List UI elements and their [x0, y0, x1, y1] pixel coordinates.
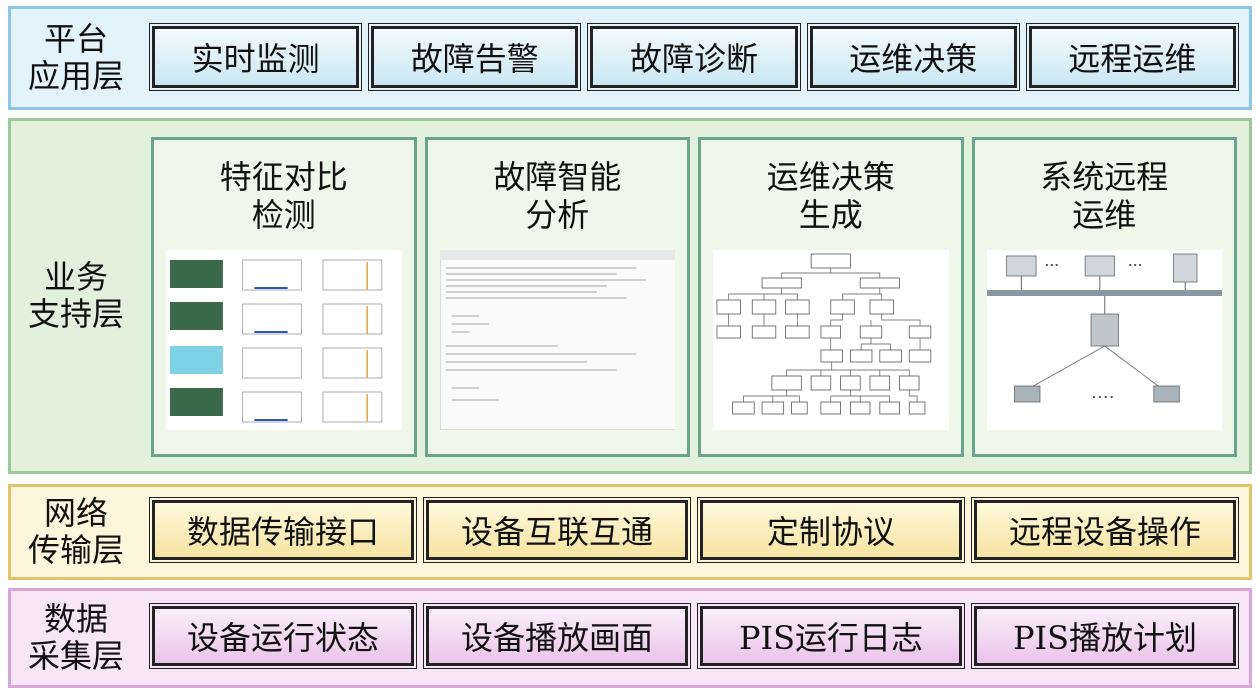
analysis-log-screenshot-image	[439, 250, 675, 430]
box-device-interconnection: 设备互联互通	[423, 497, 691, 563]
layer-label-network: 网络 传输层	[27, 494, 124, 569]
box-maintenance-decision: 运维决策	[806, 23, 1020, 91]
panel-feature-comparison: 特征对比 检测	[151, 137, 417, 457]
panel-title: 系统远程 运维	[1040, 158, 1169, 235]
decision-tree-diagram-image	[713, 250, 949, 430]
box-fault-diagnosis: 故障诊断	[587, 23, 801, 91]
box-fault-alarm: 故障告警	[368, 23, 582, 91]
box-device-running-status: 设备运行状态	[149, 603, 417, 669]
box-pis-running-log: PIS运行日志	[697, 603, 965, 669]
feature-comparison-plots-image	[166, 250, 402, 430]
data-collection-layer: 数据 采集层 设备运行状态 设备播放画面 PIS运行日志 PIS播放计划	[8, 588, 1252, 688]
box-data-transmission-interface: 数据传输接口	[149, 497, 417, 563]
box-remote-maintenance: 远程运维	[1025, 23, 1240, 91]
box-pis-playback-plan: PIS播放计划	[971, 603, 1239, 669]
box-custom-protocol: 定制协议	[697, 497, 965, 563]
platform-application-layer: 平台 应用层 实时监测 故障告警 故障诊断 运维决策 远程运维	[8, 6, 1252, 110]
remote-network-topology-image	[986, 250, 1222, 430]
panel-remote-maintenance: 系统远程 运维	[971, 137, 1237, 457]
panel-title: 故障智能 分析	[493, 158, 622, 235]
panel-title: 特征对比 检测	[219, 158, 348, 235]
business-support-layer: 业务 支持层 特征对比 检测 故障智能 分析	[8, 118, 1252, 474]
panel-decision-generation: 运维决策 生成	[698, 137, 964, 457]
layer-label-platform: 平台 应用层	[27, 20, 124, 95]
layer-label-support: 业务 支持层	[27, 258, 124, 333]
box-realtime-monitoring: 实时监测	[148, 23, 363, 91]
network-transport-layer: 网络 传输层 数据传输接口 设备互联互通 定制协议 远程设备操作	[8, 484, 1252, 580]
box-device-playback-screen: 设备播放画面	[423, 603, 691, 669]
panel-fault-intelligent-analysis: 故障智能 分析	[424, 137, 690, 457]
layer-label-collect: 数据 采集层	[27, 600, 124, 675]
box-remote-device-operation: 远程设备操作	[971, 497, 1239, 563]
panel-title: 运维决策 生成	[766, 158, 895, 235]
